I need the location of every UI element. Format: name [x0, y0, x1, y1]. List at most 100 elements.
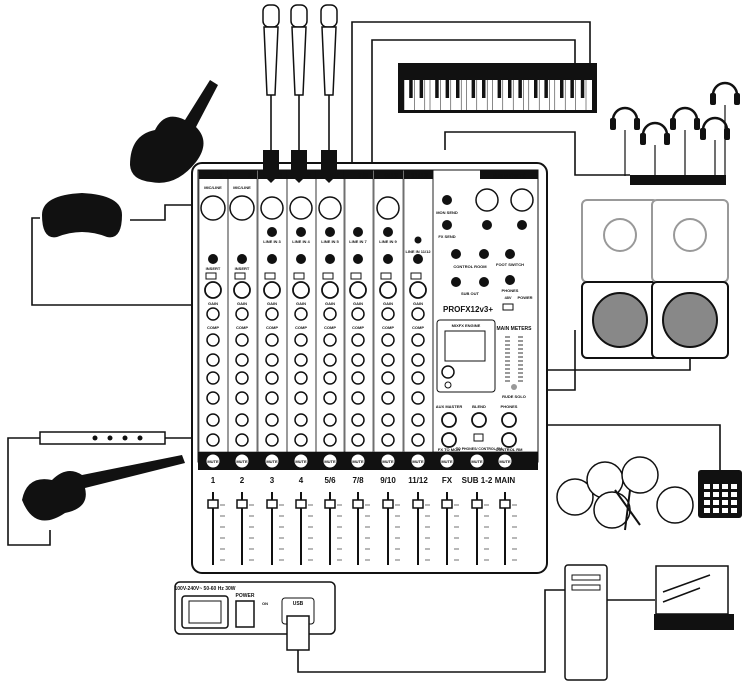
eq-knob[interactable]	[323, 353, 337, 367]
insert-jack[interactable]	[353, 254, 363, 264]
eq-knob[interactable]	[411, 371, 425, 385]
eq-knob[interactable]	[206, 413, 220, 427]
gain-knob[interactable]	[321, 281, 339, 299]
eq-knob[interactable]	[381, 413, 395, 427]
eq-knob[interactable]	[411, 333, 425, 347]
insert-jack[interactable]	[208, 254, 218, 264]
fader-cap[interactable]	[471, 499, 483, 509]
insert-jack[interactable]	[383, 254, 393, 264]
program-select-knob[interactable]	[441, 365, 455, 379]
eq-knob[interactable]	[294, 391, 308, 405]
xlr-jack[interactable]	[289, 196, 313, 220]
comp-knob[interactable]	[323, 307, 337, 321]
fader-cap[interactable]	[352, 499, 364, 509]
fader-cap[interactable]	[324, 499, 336, 509]
eq-knob[interactable]	[381, 353, 395, 367]
combo-jack[interactable]	[200, 195, 226, 221]
line-jack[interactable]	[353, 227, 363, 237]
fader-cap[interactable]	[295, 499, 307, 509]
control-room-jack[interactable]	[451, 249, 461, 259]
mute-button[interactable]	[469, 453, 485, 469]
main-out-left-xlr[interactable]	[475, 188, 499, 212]
fader-cap[interactable]	[236, 499, 248, 509]
master-knob[interactable]	[471, 412, 487, 428]
eq-knob[interactable]	[381, 333, 395, 347]
comp-knob[interactable]	[294, 307, 308, 321]
mute-button[interactable]	[205, 453, 221, 469]
eq-knob[interactable]	[206, 333, 220, 347]
mute-button[interactable]	[293, 453, 309, 469]
xlr-jack[interactable]	[260, 196, 284, 220]
xlr-jack[interactable]	[376, 196, 400, 220]
master-knob[interactable]	[501, 412, 517, 428]
eq-knob[interactable]	[351, 413, 365, 427]
phones-jack[interactable]	[505, 275, 515, 285]
line-jack[interactable]	[267, 227, 277, 237]
eq-knob[interactable]	[323, 391, 337, 405]
main-out-left-jack[interactable]	[482, 220, 492, 230]
comp-knob[interactable]	[411, 307, 425, 321]
eq-knob[interactable]	[265, 353, 279, 367]
eq-knob[interactable]	[323, 371, 337, 385]
fx-send-jack[interactable]	[442, 220, 452, 230]
eq-knob[interactable]	[235, 371, 249, 385]
sub-out-jack[interactable]	[479, 277, 489, 287]
eq-knob[interactable]	[265, 371, 279, 385]
comp-knob[interactable]	[381, 307, 395, 321]
eq-knob[interactable]	[294, 353, 308, 367]
eq-knob[interactable]	[206, 391, 220, 405]
insert-jack[interactable]	[413, 254, 423, 264]
eq-knob[interactable]	[235, 433, 249, 447]
gain-knob[interactable]	[204, 281, 222, 299]
comp-knob[interactable]	[235, 307, 249, 321]
eq-knob[interactable]	[351, 333, 365, 347]
mute-button[interactable]	[322, 453, 338, 469]
comp-knob[interactable]	[265, 307, 279, 321]
master-knob[interactable]	[441, 432, 457, 448]
eq-knob[interactable]	[206, 371, 220, 385]
gain-knob[interactable]	[379, 281, 397, 299]
eq-knob[interactable]	[381, 371, 395, 385]
eq-knob[interactable]	[411, 433, 425, 447]
gain-knob[interactable]	[349, 281, 367, 299]
mon-send-jack[interactable]	[442, 195, 452, 205]
fader-cap[interactable]	[499, 499, 511, 509]
fader-cap[interactable]	[266, 499, 278, 509]
eq-knob[interactable]	[235, 391, 249, 405]
eq-knob[interactable]	[206, 433, 220, 447]
comp-knob[interactable]	[351, 307, 365, 321]
master-knob[interactable]	[441, 412, 457, 428]
eq-knob[interactable]	[411, 353, 425, 367]
gain-knob[interactable]	[409, 281, 427, 299]
control-room-jack[interactable]	[479, 249, 489, 259]
main-out-right-xlr[interactable]	[510, 188, 534, 212]
eq-knob[interactable]	[411, 391, 425, 405]
insert-jack[interactable]	[296, 254, 306, 264]
eq-knob[interactable]	[381, 433, 395, 447]
eq-knob[interactable]	[265, 433, 279, 447]
gain-knob[interactable]	[233, 281, 251, 299]
comp-knob[interactable]	[206, 307, 220, 321]
insert-jack[interactable]	[325, 254, 335, 264]
eq-knob[interactable]	[294, 333, 308, 347]
insert-jack[interactable]	[267, 254, 277, 264]
power-switch[interactable]	[235, 600, 255, 628]
eq-knob[interactable]	[265, 413, 279, 427]
eq-knob[interactable]	[235, 333, 249, 347]
eq-knob[interactable]	[235, 413, 249, 427]
fader-cap[interactable]	[441, 499, 453, 509]
eq-knob[interactable]	[235, 353, 249, 367]
line-jack[interactable]	[325, 227, 335, 237]
eq-knob[interactable]	[411, 413, 425, 427]
gain-knob[interactable]	[263, 281, 281, 299]
mute-button[interactable]	[410, 453, 426, 469]
line-jack[interactable]	[383, 227, 393, 237]
mute-button[interactable]	[264, 453, 280, 469]
main-out-right-jack[interactable]	[517, 220, 527, 230]
tap-button[interactable]	[444, 381, 452, 389]
sub-out-jack[interactable]	[451, 277, 461, 287]
mute-button[interactable]	[350, 453, 366, 469]
fader-cap[interactable]	[382, 499, 394, 509]
eq-knob[interactable]	[381, 391, 395, 405]
eq-knob[interactable]	[323, 413, 337, 427]
